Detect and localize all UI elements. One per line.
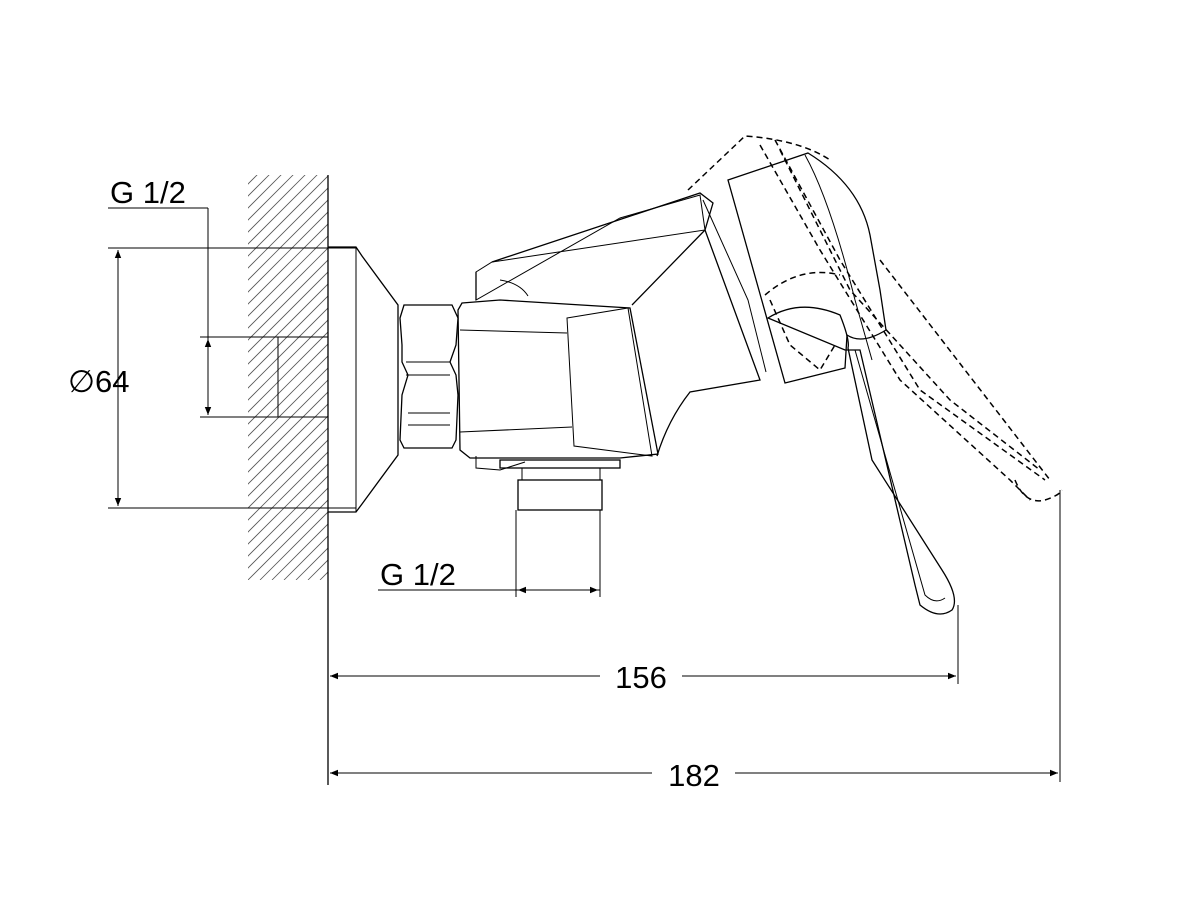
hatch-line bbox=[307, 559, 328, 580]
hatch-line bbox=[248, 391, 328, 473]
lever-raised-outline bbox=[687, 135, 1063, 502]
hatch-line bbox=[248, 187, 328, 269]
valve-body bbox=[457, 192, 767, 471]
hatch-line bbox=[248, 355, 328, 437]
hatch-line bbox=[248, 175, 258, 185]
hatch-line bbox=[248, 487, 328, 569]
hatch-line bbox=[248, 451, 328, 533]
hatch-line bbox=[248, 463, 328, 545]
flange-diameter-dimension bbox=[108, 247, 356, 509]
flange-diameter-label: ∅64 bbox=[68, 364, 130, 399]
hatch-line bbox=[344, 160, 764, 580]
length-156-dimension bbox=[330, 605, 959, 684]
hatch-line bbox=[248, 331, 328, 413]
hatch-line bbox=[332, 160, 752, 580]
wall-flange bbox=[328, 246, 399, 513]
length-182-dimension bbox=[330, 490, 1061, 782]
length-182-label: 182 bbox=[668, 758, 720, 793]
hatch-line bbox=[248, 199, 328, 281]
hatch-line bbox=[319, 571, 328, 580]
hatch-line bbox=[248, 403, 328, 485]
hatch-line bbox=[283, 535, 328, 580]
hatch-line bbox=[248, 499, 328, 580]
hatch-line bbox=[248, 235, 328, 317]
lever-handle bbox=[766, 306, 956, 615]
hatch-line bbox=[248, 175, 318, 245]
hatch-line bbox=[248, 427, 328, 509]
outlet-thread-label: G 1/2 bbox=[380, 557, 456, 592]
length-156-label: 156 bbox=[615, 660, 667, 695]
hatch-line bbox=[248, 439, 328, 521]
hatch-line bbox=[0, 160, 260, 580]
cartridge-cap bbox=[727, 152, 887, 384]
hatch-line bbox=[248, 175, 328, 257]
inlet-thread-dimension bbox=[108, 207, 278, 418]
hatch-line bbox=[248, 379, 328, 461]
hatch-line bbox=[248, 475, 328, 557]
outlet-connector bbox=[499, 459, 621, 511]
hatch-line bbox=[248, 343, 328, 425]
hatch-line bbox=[248, 223, 328, 305]
hatch-line bbox=[248, 175, 306, 233]
hatch-line bbox=[248, 415, 328, 497]
outlet-thread-dimension bbox=[378, 510, 601, 597]
hatch-line bbox=[248, 367, 328, 449]
hatch-line bbox=[248, 175, 270, 197]
hatch-line bbox=[271, 523, 328, 580]
hatch-line bbox=[248, 307, 328, 389]
hatch-line bbox=[248, 295, 328, 377]
hatch-line bbox=[248, 175, 282, 209]
hatch-line bbox=[259, 511, 328, 580]
hatch-line bbox=[248, 211, 328, 293]
hex-nut bbox=[399, 304, 459, 449]
inlet-thread-label: G 1/2 bbox=[110, 175, 186, 210]
hatch-line bbox=[248, 175, 294, 221]
hatch-line bbox=[295, 547, 328, 580]
